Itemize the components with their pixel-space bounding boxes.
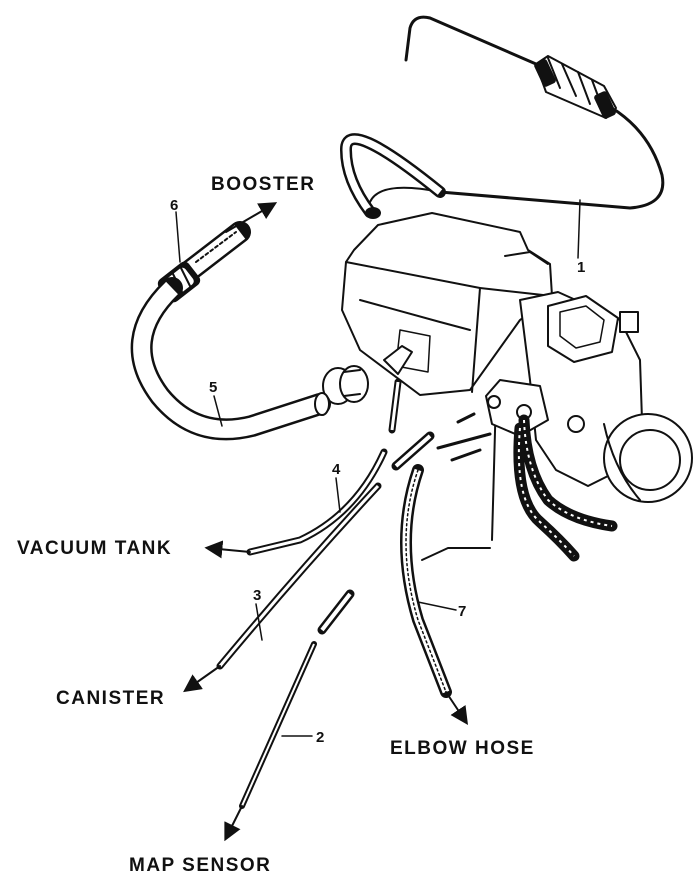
label-map-sensor: MAP SENSOR (129, 855, 271, 876)
hose-2 (239, 589, 355, 809)
leader-lines (175, 199, 581, 842)
hose-5 (130, 277, 331, 441)
label-elbow-hose: ELBOW HOSE (390, 738, 535, 759)
callout-3: 3 (253, 587, 261, 604)
hose-1 (340, 15, 665, 219)
callout-7: 7 (458, 603, 466, 620)
inline-filter (534, 55, 617, 119)
label-canister: CANISTER (56, 688, 165, 709)
label-vacuum-tank: VACUUM TANK (17, 538, 172, 559)
hose-4 (246, 378, 402, 556)
callout-5: 5 (209, 379, 217, 396)
callout-1: 1 (577, 259, 585, 276)
hose-3 (216, 431, 435, 670)
label-booster: BOOSTER (211, 174, 315, 195)
wire-harness (513, 414, 618, 562)
hose-7 (400, 464, 452, 698)
callout-4: 4 (332, 461, 341, 478)
callout-2: 2 (316, 729, 324, 746)
throttle-body (485, 291, 693, 503)
intake-plenum (341, 212, 553, 561)
callout-6: 6 (170, 197, 178, 214)
plenum-fittings (322, 345, 492, 462)
